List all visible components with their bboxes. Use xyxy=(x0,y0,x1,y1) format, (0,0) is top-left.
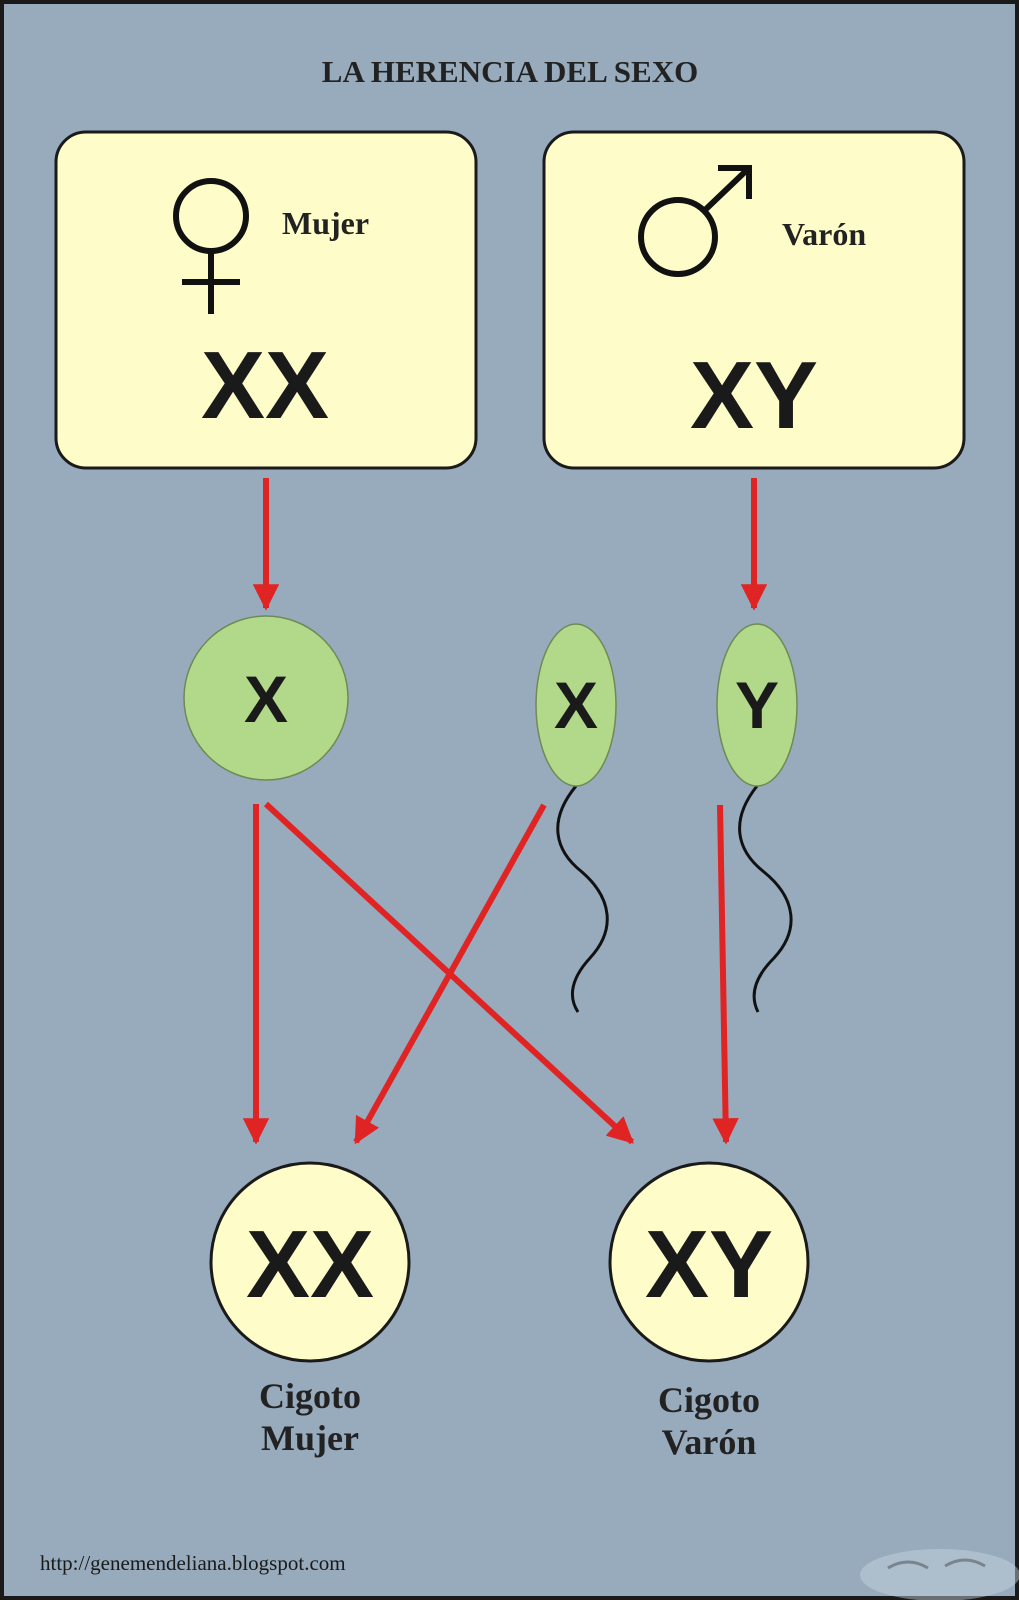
ovum-chromosome: X xyxy=(244,662,288,736)
watermark-eyes-icon xyxy=(860,1549,1019,1600)
male-parent-genotype: XY xyxy=(690,342,818,449)
sperm-x-gamete: X xyxy=(535,623,617,1013)
male-parent-label: Varón xyxy=(782,216,866,252)
female-zygote-label-line1: Cigoto xyxy=(259,1376,361,1416)
female-parent-label: Mujer xyxy=(282,205,369,241)
female-zygote-genotype: XX xyxy=(246,1211,374,1318)
sperm-y-gamete: Y xyxy=(716,623,798,1013)
ovum-gamete: X xyxy=(183,615,349,781)
female-parent-genotype: XX xyxy=(201,332,329,439)
mars-icon xyxy=(638,165,752,277)
sperm-y-tail xyxy=(738,785,793,1013)
sperm-x-tail xyxy=(556,785,609,1013)
page-title: LA HERENCIA DEL SEXO xyxy=(322,54,698,89)
female-parent-box: Mujer XX xyxy=(54,130,478,470)
male-zygote: XY Cigoto Varón xyxy=(608,1161,810,1462)
male-parent-box: Varón XY xyxy=(542,130,966,470)
sperm-y-chromosome: Y xyxy=(735,668,779,742)
female-zygote: XX Cigoto Mujer xyxy=(209,1161,411,1458)
male-zygote-genotype: XY xyxy=(645,1211,773,1318)
footer-url: http://genemendeliana.blogspot.com xyxy=(40,1551,346,1575)
arrow-sperm-x-to-female-zygote xyxy=(353,803,547,1145)
male-zygote-label-line1: Cigoto xyxy=(658,1380,760,1420)
arrow-sperm-y-to-male-zygote xyxy=(712,804,739,1145)
female-zygote-label-line2: Mujer xyxy=(261,1418,359,1458)
venus-icon xyxy=(173,178,249,314)
male-zygote-label-line2: Varón xyxy=(662,1422,757,1462)
sperm-x-chromosome: X xyxy=(554,668,598,742)
